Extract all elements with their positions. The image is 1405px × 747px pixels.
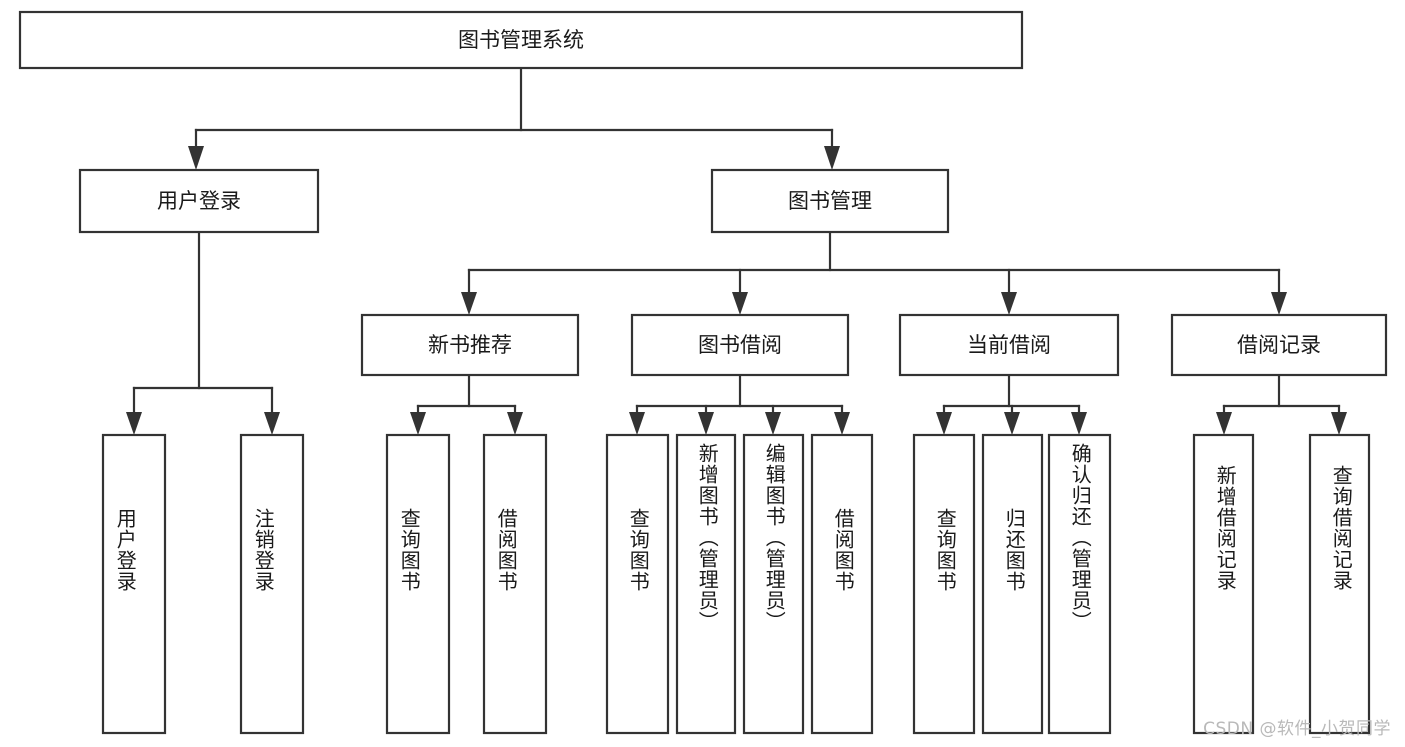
connector-new-book-to-leaves — [410, 373, 523, 435]
node-leaf-add-book[interactable] — [675, 433, 737, 735]
arrow-head-icon — [824, 146, 840, 170]
connector-book-borrow-to-leaves — [629, 373, 850, 435]
node-book-borrow[interactable]: 图书借阅 — [630, 313, 850, 377]
arrow-head-icon — [126, 412, 142, 435]
arrow-head-icon — [1071, 412, 1087, 435]
node-leaf-edit-book[interactable] — [742, 433, 805, 735]
node-root-label: 图书管理系统 — [458, 28, 584, 52]
node-user-login[interactable]: 用户登录 — [78, 168, 320, 234]
node-leaf-query-record[interactable] — [1308, 433, 1371, 735]
arrow-head-icon — [461, 292, 477, 315]
node-leaf-query-book-1[interactable] — [385, 433, 451, 735]
arrow-head-icon — [1271, 292, 1287, 315]
node-borrow-record-label: 借阅记录 — [1237, 333, 1321, 357]
node-leaf-add-record[interactable] — [1192, 433, 1255, 735]
node-user-login-label: 用户登录 — [157, 189, 241, 213]
arrow-head-icon — [732, 292, 748, 315]
arrow-head-icon — [1331, 412, 1347, 435]
arrow-head-icon — [1004, 412, 1020, 435]
arrow-head-icon — [507, 412, 523, 435]
node-new-book-recommend[interactable]: 新书推荐 — [360, 313, 580, 377]
arrow-head-icon — [698, 412, 714, 435]
node-leaf-query-book-2[interactable] — [605, 433, 670, 735]
node-leaf-borrow-book-1[interactable] — [482, 433, 548, 735]
arrow-head-icon — [765, 412, 781, 435]
connector-borrow-record-to-leaves — [1216, 373, 1347, 435]
connector-root-to-level2 — [188, 66, 840, 170]
connector-current-borrow-to-leaves — [936, 373, 1087, 435]
arrow-head-icon — [264, 412, 280, 435]
node-new-book-recommend-label: 新书推荐 — [428, 333, 512, 357]
node-book-manage-label: 图书管理 — [788, 189, 872, 213]
connector-user-login-to-leaves — [126, 230, 280, 435]
arrow-head-icon — [1216, 412, 1232, 435]
node-book-manage[interactable]: 图书管理 — [710, 168, 950, 234]
node-current-borrow[interactable]: 当前借阅 — [898, 313, 1120, 377]
arrow-head-icon — [834, 412, 850, 435]
node-leaf-user-login[interactable] — [101, 433, 167, 735]
arrow-head-icon — [629, 412, 645, 435]
node-leaf-query-book-3[interactable] — [912, 433, 976, 735]
arrow-head-icon — [188, 146, 204, 170]
node-borrow-record[interactable]: 借阅记录 — [1170, 313, 1388, 377]
node-leaf-confirm-return[interactable] — [1047, 433, 1112, 735]
node-book-borrow-label: 图书借阅 — [698, 333, 782, 357]
node-root[interactable]: 图书管理系统 — [18, 10, 1024, 70]
node-leaf-return-book[interactable] — [981, 433, 1044, 735]
csdn-watermark: CSDN @软件_小贺同学 — [1203, 719, 1391, 739]
arrow-head-icon — [1001, 292, 1017, 315]
node-leaf-logout-login[interactable] — [239, 433, 305, 735]
arrow-head-icon — [410, 412, 426, 435]
node-current-borrow-label: 当前借阅 — [967, 333, 1051, 357]
connector-book-manage-to-level3 — [461, 230, 1287, 315]
node-leaf-borrow-book-2[interactable] — [810, 433, 874, 735]
arrow-head-icon — [936, 412, 952, 435]
